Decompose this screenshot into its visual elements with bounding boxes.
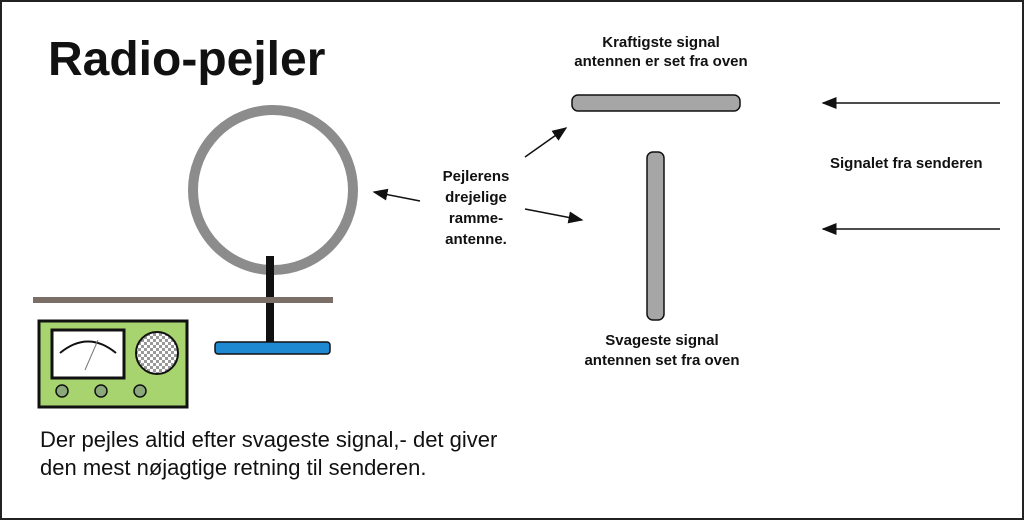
antenna-base xyxy=(214,341,331,355)
caption-line2: den mest nøjagtige retning til senderen. xyxy=(40,455,426,480)
antenna-label-line4: antenne. xyxy=(445,231,507,248)
knob xyxy=(94,384,108,398)
antenna-top-view-strongest xyxy=(571,94,741,112)
receiver-unit xyxy=(37,319,189,409)
pointer-arrow xyxy=(372,188,421,202)
weakest-label-line1: Svageste signal xyxy=(605,332,718,349)
signal-meter xyxy=(50,328,126,380)
antenna-label-line3: ramme- xyxy=(449,210,503,227)
antenna-top-view-weakest xyxy=(646,151,665,321)
antenna-label-line1: Pejlerens xyxy=(443,168,510,185)
signal-source-label: Signalet fra senderen xyxy=(830,155,983,172)
pointer-arrow xyxy=(524,127,568,158)
antenna-label-line2: drejelige xyxy=(445,189,507,206)
meter-needle xyxy=(84,339,99,371)
strongest-label-line2: antennen er set fra oven xyxy=(574,53,747,70)
strongest-label-line1: Kraftigste signal xyxy=(602,34,720,51)
speaker-grille xyxy=(135,331,179,375)
knob xyxy=(133,384,147,398)
pointer-arrow xyxy=(524,208,584,224)
diagram-title: Radio-pejler xyxy=(48,33,325,86)
caption-line1: Der pejles altid efter svageste signal,-… xyxy=(40,427,497,452)
table-surface xyxy=(33,297,333,303)
knob xyxy=(55,384,69,398)
weakest-label-line2: antennen set fra oven xyxy=(584,352,739,369)
